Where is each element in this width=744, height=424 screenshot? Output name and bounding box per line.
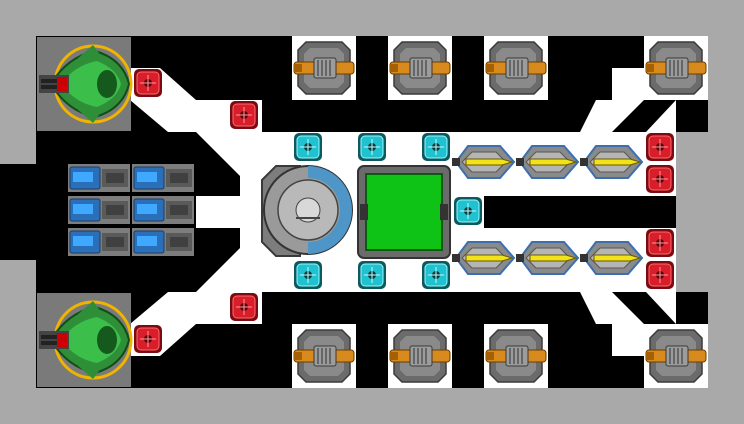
battery-5[interactable] xyxy=(67,227,131,257)
battery-1[interactable] xyxy=(67,163,131,193)
red-module-left-2[interactable] xyxy=(229,100,259,130)
turret-bottom-1[interactable] xyxy=(291,323,357,389)
battery-2[interactable] xyxy=(131,163,195,193)
cyan-module-7[interactable] xyxy=(421,260,451,290)
cyan-module-3[interactable] xyxy=(421,132,451,162)
red-module-right-1[interactable] xyxy=(645,132,675,162)
turret-top-1[interactable] xyxy=(291,35,357,101)
red-module-right-4[interactable] xyxy=(645,260,675,290)
turret-top-4[interactable] xyxy=(643,35,709,101)
red-module-left-4[interactable] xyxy=(133,324,163,354)
red-module-left-3[interactable] xyxy=(229,292,259,322)
cyan-module-1[interactable] xyxy=(293,132,323,162)
shield-core[interactable] xyxy=(261,165,353,257)
ship-top-left[interactable] xyxy=(35,35,133,133)
turret-bottom-3[interactable] xyxy=(483,323,549,389)
battery-3[interactable] xyxy=(67,195,131,225)
turret-top-2[interactable] xyxy=(387,35,453,101)
turret-top-3[interactable] xyxy=(483,35,549,101)
battery-6[interactable] xyxy=(131,227,195,257)
turret-bottom-2[interactable] xyxy=(387,323,453,389)
turret-bottom-4[interactable] xyxy=(643,323,709,389)
ship-bottom-left[interactable] xyxy=(35,291,133,389)
red-module-right-2[interactable] xyxy=(645,164,675,194)
turret-row-bottom xyxy=(291,323,709,389)
red-module-left-1[interactable] xyxy=(133,68,163,98)
turret-row-top xyxy=(291,35,709,101)
cyan-module-4[interactable] xyxy=(453,196,483,226)
cyan-module-5[interactable] xyxy=(293,260,323,290)
cyan-module-2[interactable] xyxy=(357,132,387,162)
interior-walls xyxy=(484,68,676,356)
red-module-right-3[interactable] xyxy=(645,228,675,258)
command-console[interactable] xyxy=(357,165,451,259)
cyan-module-6[interactable] xyxy=(357,260,387,290)
battery-4[interactable] xyxy=(131,195,195,225)
